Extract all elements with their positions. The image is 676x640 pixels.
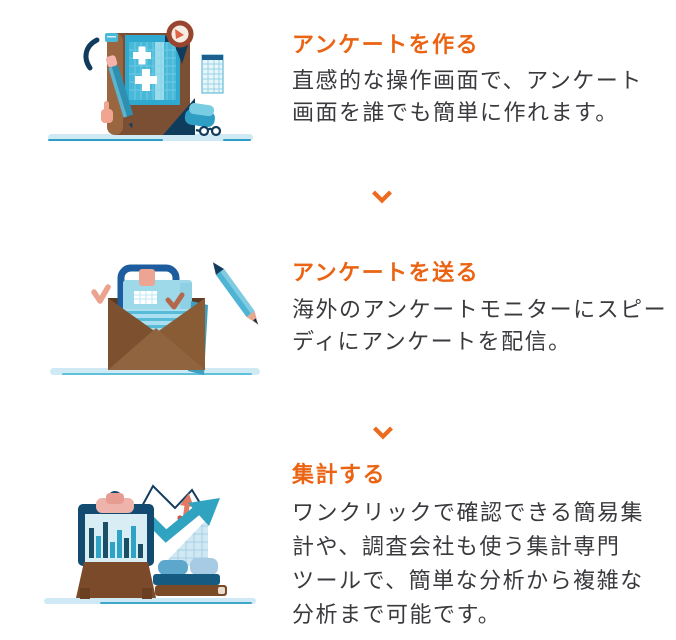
step-body-line: 計や、調査会社も使う集計専門 xyxy=(292,534,621,559)
survey-builder-graphic xyxy=(48,20,253,141)
step-heading: アンケートを作る xyxy=(292,32,480,57)
step-body-line: ツールで、簡単な分析から複雑な xyxy=(292,568,644,593)
step-body-line: 海外のアンケートモニターにスピー xyxy=(292,297,668,322)
step-body-line: 画面を誰でも簡単に作れます。 xyxy=(292,100,619,125)
chevron-down-icon xyxy=(371,190,393,204)
send-survey-illustration xyxy=(48,243,262,383)
step-body-line: 直感的な操作画面で、アンケート xyxy=(292,68,643,93)
step-body: 海外のアンケートモニターにスピー ディにアンケートを配信。 xyxy=(292,294,676,358)
tally-graphic xyxy=(44,484,256,604)
step-create-survey: アンケートを作る 直感的な操作画面で、アンケート 画面を誰でも簡単に作れます。 xyxy=(292,32,676,129)
step-heading: アンケートを送る xyxy=(292,260,480,285)
step-body: 直感的な操作画面で、アンケート 画面を誰でも簡単に作れます。 xyxy=(292,65,676,129)
step-body-line: ディにアンケートを配信。 xyxy=(292,329,572,354)
create-survey-illustration xyxy=(45,6,263,146)
step-body-line: ワンクリックで確認できる簡易集 xyxy=(292,500,645,525)
chevron-down-icon xyxy=(372,426,394,440)
step-body-line: 分析まで可能です。 xyxy=(292,602,502,627)
step-body: ワンクリックで確認できる簡易集 計や、調査会社も使う集計専門 ツールで、簡単な分… xyxy=(292,496,676,632)
tally-results-illustration xyxy=(40,462,262,610)
step-heading: 集計する xyxy=(292,462,387,487)
step-tally-results: 集計する ワンクリックで確認できる簡易集 計や、調査会社も使う集計専門 ツールで… xyxy=(292,462,676,632)
send-survey-graphic xyxy=(50,262,260,375)
step-send-survey: アンケートを送る 海外のアンケートモニターにスピー ディにアンケートを配信。 xyxy=(292,260,676,358)
